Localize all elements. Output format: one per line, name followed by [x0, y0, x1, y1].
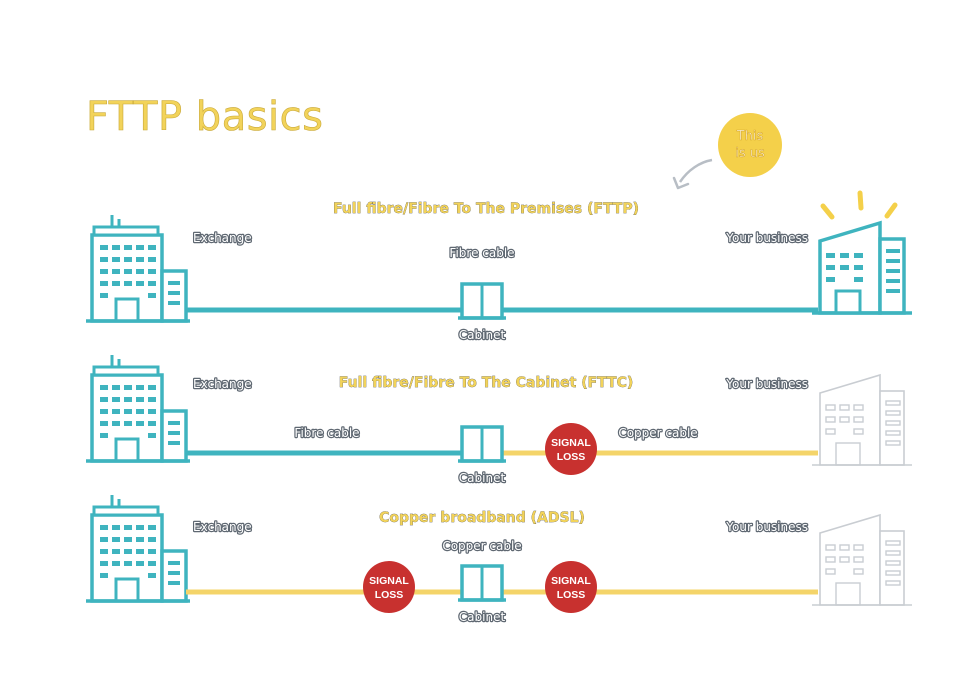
- highlight-rays-icon: [820, 190, 898, 220]
- signal-loss-line-1: SIGNAL: [551, 437, 591, 449]
- exchange-label: Exchange: [193, 520, 252, 534]
- row-fttc: Full fibre/Fibre To The Cabinet (FTTC) E…: [84, 353, 913, 486]
- exchange-label: Exchange: [193, 231, 252, 245]
- arrow-head-icon: [672, 176, 690, 190]
- fibre-cable-label: Fibre cable: [294, 426, 359, 440]
- signal-loss-line-2: LOSS: [557, 451, 586, 463]
- cabinet-icon: [456, 282, 508, 320]
- business-building-icon: [810, 221, 914, 315]
- row-heading: Full fibre/Fibre To The Cabinet (FTTC): [339, 375, 634, 391]
- exchange-building-icon: [84, 213, 192, 323]
- copper-cable-label: Copper cable: [618, 426, 697, 440]
- business-label: Your business: [725, 520, 808, 534]
- row-adsl: Copper broadband (ADSL) Exchange Copper …: [84, 493, 913, 625]
- fibre-cable-label: Fibre cable: [449, 246, 514, 260]
- row-fttp: Full fibre/Fibre To The Premises (FTTP) …: [84, 190, 914, 343]
- badge-line-2: is us: [735, 146, 765, 161]
- signal-loss-line-2: LOSS: [375, 589, 404, 601]
- cabinet-icon: [456, 564, 508, 602]
- cabinet-label: Cabinet: [459, 328, 506, 342]
- cabinet-label: Cabinet: [459, 610, 506, 624]
- signal-loss-badge: SIGNAL LOSS: [545, 561, 597, 613]
- exchange-building-icon: [84, 353, 192, 463]
- exchange-building-icon: [84, 493, 192, 603]
- signal-loss-badge: SIGNAL LOSS: [363, 561, 415, 613]
- cabinet-label: Cabinet: [459, 471, 506, 485]
- exchange-label: Exchange: [193, 377, 252, 391]
- signal-loss-line-1: SIGNAL: [551, 575, 591, 587]
- signal-loss-line-2: LOSS: [557, 589, 586, 601]
- curved-arrow-icon: [678, 158, 713, 183]
- business-building-icon: [811, 514, 913, 606]
- row-heading: Copper broadband (ADSL): [379, 510, 585, 526]
- row-heading: Full fibre/Fibre To The Premises (FTTP): [333, 201, 639, 217]
- business-label: Your business: [725, 231, 808, 245]
- business-label: Your business: [725, 377, 808, 391]
- signal-loss-badge: SIGNAL LOSS: [545, 423, 597, 475]
- signal-loss-line-1: SIGNAL: [369, 575, 409, 587]
- copper-cable-label: Copper cable: [442, 539, 521, 553]
- badge-line-1: This: [736, 129, 764, 144]
- this-is-us-badge: This is us: [718, 113, 782, 177]
- business-building-icon: [811, 374, 913, 466]
- page-title: FTTP basics: [86, 94, 324, 140]
- cabinet-icon: [456, 425, 508, 463]
